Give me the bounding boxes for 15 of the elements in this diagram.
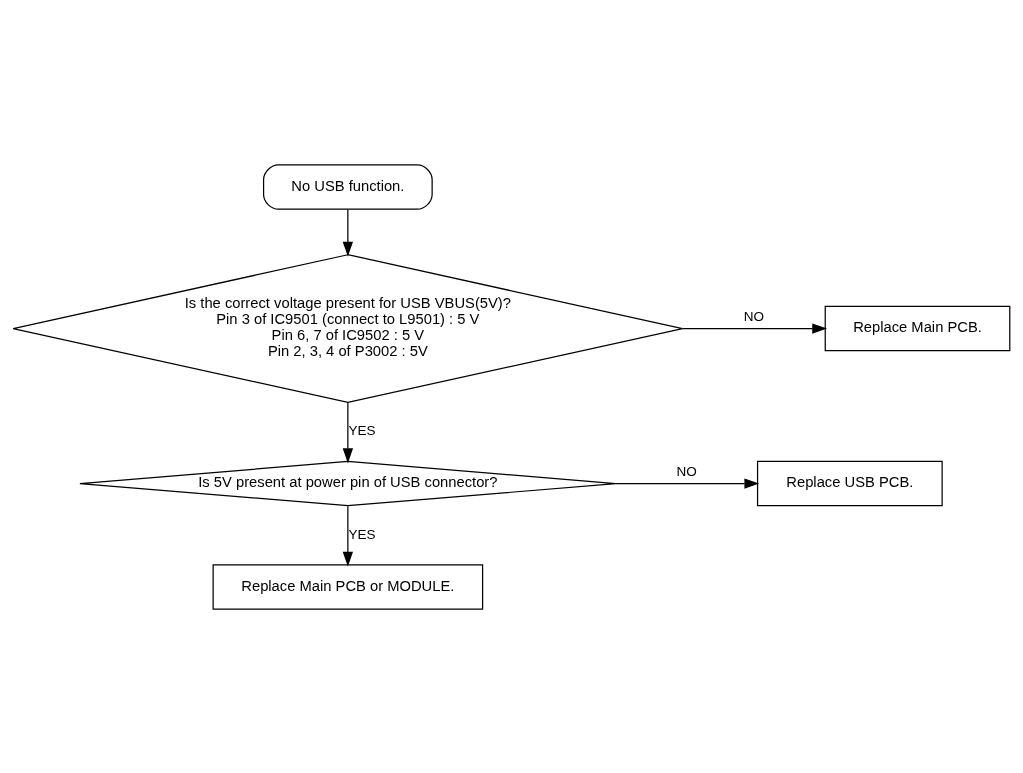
arrow: [681, 322, 828, 334]
node-diamond: Is 5V present at power pin of USB connector?: [79, 460, 617, 506]
node-box: Replace USB PCB.: [756, 460, 943, 506]
arrow: [342, 208, 354, 256]
node-box: Replace Main PCB or MODULE.: [212, 563, 484, 610]
edge-label: YES: [348, 422, 376, 438]
edge-label: YES: [348, 526, 376, 542]
edge-label: NO: [676, 463, 697, 479]
node-box: No USB function.: [262, 163, 433, 210]
node-diamond: Is the correct voltage present for USB VBUS(5V)? Pin 3 of IC9501 (connect to L9501) : 5 V Pin 6, 7 of IC9502 : 5 V Pin 2, 3, 4 of P3002 : 5V: [12, 253, 684, 403]
arrow: [342, 505, 354, 567]
edge-label: NO: [743, 308, 765, 324]
node-box: Replace Main PCB.: [824, 305, 1011, 351]
arrow: [615, 477, 760, 489]
arrow: [342, 401, 354, 463]
